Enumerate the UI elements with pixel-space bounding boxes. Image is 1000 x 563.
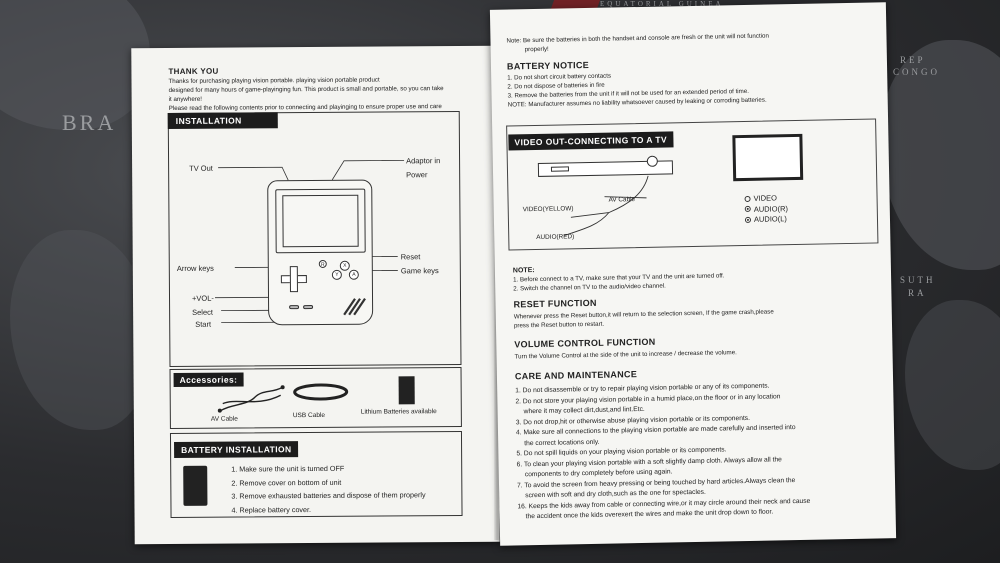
battery-notice-list: 1. Do not short circuit battery contacts… bbox=[507, 72, 767, 109]
left-page: THANK YOU Thanks for purchasing playing … bbox=[131, 45, 500, 545]
lithium-battery-icon bbox=[398, 376, 415, 405]
audio-red-label: AUDIO(RED) bbox=[536, 233, 575, 242]
note-list: 1. Before connect to a TV, make sure tha… bbox=[513, 272, 725, 293]
map-text: CONGO bbox=[893, 67, 941, 77]
top-note: Note: Be sure the batteries in both the … bbox=[506, 32, 769, 54]
batteries-label: Lithium Batteries available bbox=[360, 408, 437, 416]
x-button-icon: X bbox=[339, 260, 350, 271]
map-text: REP bbox=[900, 55, 926, 65]
console-screen bbox=[275, 188, 366, 254]
care-maintenance-heading: CARE AND MAINTENANCE bbox=[514, 369, 638, 382]
accessories-box: Accessories: AV Cable USB Cable Lithium … bbox=[169, 366, 462, 430]
battery-notice-heading: BATTERY NOTICE bbox=[506, 59, 590, 72]
reset-function-heading: RESET FUNCTION bbox=[513, 297, 597, 310]
start-button-icon bbox=[303, 305, 314, 310]
av-cable-icon bbox=[217, 385, 285, 413]
right-page: Note: Be sure the batteries in both the … bbox=[489, 2, 897, 546]
tv-icon bbox=[732, 133, 804, 182]
y-button-icon: Y bbox=[331, 269, 342, 280]
note-heading: NOTE: bbox=[512, 267, 535, 275]
tv-inputs: VIDEO AUDIO(R) AUDIO(L) bbox=[744, 193, 788, 225]
av-cable-label: AV Cable bbox=[608, 196, 636, 204]
care-maintenance-list: 1. Do not disassemble or try to repair p… bbox=[515, 379, 890, 523]
map-text: RA bbox=[908, 288, 927, 298]
av-cable-wires bbox=[564, 175, 649, 236]
select-button-icon bbox=[289, 305, 300, 310]
map-text: BRA bbox=[62, 110, 117, 135]
battery-installation-tab: BATTERY INSTALLATION bbox=[174, 441, 299, 458]
speaker-grille-icon bbox=[343, 298, 366, 316]
video-yellow-label: VIDEO(YELLOW) bbox=[522, 205, 574, 214]
battery-installation-box: BATTERY INSTALLATION 1. Make sure the un… bbox=[169, 430, 463, 519]
tv-input-audio-l: AUDIO(L) bbox=[744, 214, 788, 225]
volume-control-heading: VOLUME CONTROL FUNCTION bbox=[514, 336, 656, 350]
console-drawing: R X Y A bbox=[267, 179, 374, 326]
video-out-box: VIDEO OUT-CONNECTING TO A TV VIDEO(YELLO… bbox=[506, 118, 879, 251]
map-text: EQUATORIAL GUINEA bbox=[600, 0, 724, 8]
usb-cable-label: USB Cable bbox=[292, 411, 326, 420]
battery-compartment-icon bbox=[183, 465, 208, 506]
reset-button-icon: R bbox=[318, 259, 327, 268]
reset-function-text: Whenever press the Reset button,it will … bbox=[513, 308, 774, 330]
usb-cable-icon bbox=[293, 383, 349, 401]
map-text: SUTH bbox=[900, 275, 936, 285]
av-cable-label: AV Cable bbox=[210, 415, 238, 423]
battery-steps: 1. Make sure the unit is turned OFF 2. R… bbox=[231, 463, 426, 515]
a-button-icon: A bbox=[348, 269, 359, 280]
